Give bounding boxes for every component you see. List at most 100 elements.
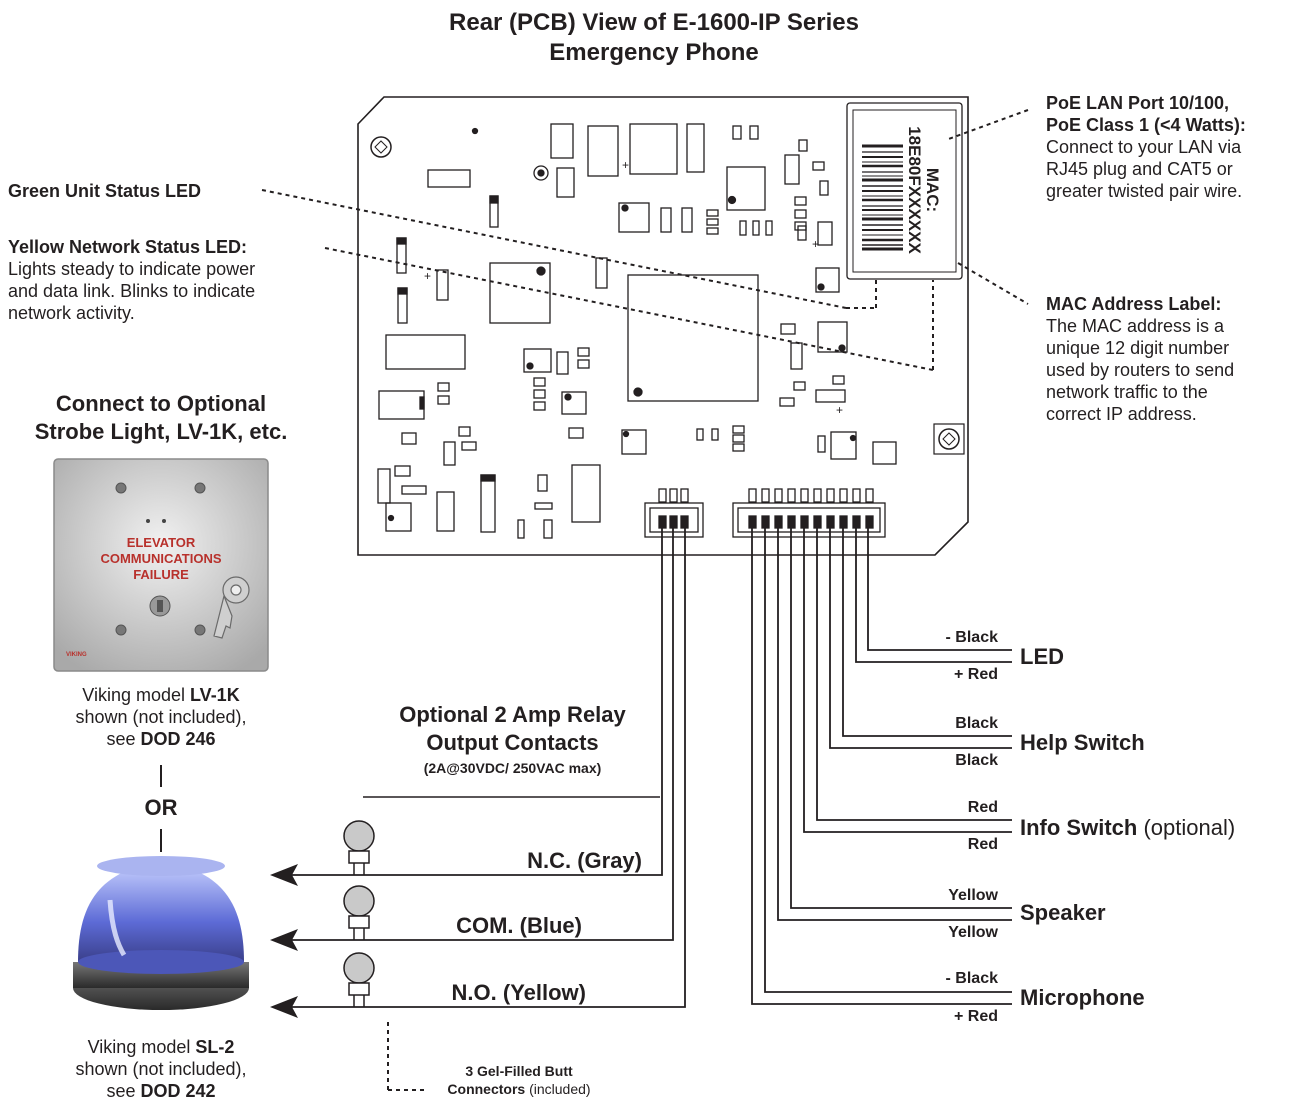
header-pin [774, 488, 783, 503]
butt-connector-icon [343, 885, 375, 940]
pcb-outline [357, 96, 969, 556]
lv1k-caption-prefix: Viking model [82, 685, 191, 705]
help-switch-label: Help Switch [1020, 730, 1145, 755]
poe-desc-3: greater twisted pair wire. [1046, 181, 1243, 201]
mac-label: MAC Address Label: [1046, 294, 1222, 314]
poe-desc-1: Connect to your LAN via [1046, 137, 1242, 157]
strobe-plate-image [53, 458, 269, 672]
butt-connector-note-1: 3 Gel-Filled Butt [465, 1063, 573, 1079]
sl2-caption-line2: shown (not included), [75, 1059, 247, 1079]
header-pin [813, 488, 822, 503]
relay-wire-no: N.O. (Yellow) [451, 980, 586, 1005]
info-switch-optional: (optional) [1137, 815, 1236, 840]
lv1k-dod: DOD 246 [140, 729, 216, 749]
butt-connector-icon [343, 820, 375, 875]
key-icon [213, 576, 250, 639]
lv1k-caption-line2: shown (not included), [75, 707, 247, 727]
info-wire-bottom: Red [967, 836, 998, 853]
lv1k-model: LV-1K [190, 685, 240, 705]
sl2-dod: DOD 242 [140, 1081, 216, 1101]
relay-subheading: (2A@30VDC/ 250VAC max) [423, 760, 602, 776]
header-pin [761, 488, 770, 503]
mac-desc-3: used by routers to send [1046, 360, 1235, 380]
mac-desc-1: The MAC address is a [1046, 316, 1225, 336]
poe-label-2: PoE Class 1 (<4 Watts): [1046, 115, 1246, 135]
poe-label-1: PoE LAN Port 10/100, [1046, 93, 1230, 113]
relay-heading: Optional 2 Amp Relay Output Contacts [340, 701, 685, 757]
mac-desc-4: network traffic to the [1046, 382, 1208, 402]
led-wire-bottom: + Red [953, 666, 998, 683]
diagram-title: Rear (PCB) View of E-1600-IP Series Emer… [0, 8, 1308, 68]
info-switch-name: Info Switch [1020, 815, 1138, 840]
plate-text-1: ELEVATOR [126, 535, 196, 550]
strobe-heading-2: Strobe Light, LV-1K, etc. [34, 419, 288, 444]
speaker-wire-top: Yellow [948, 887, 998, 904]
header-pin [748, 488, 757, 503]
header-pin [800, 488, 809, 503]
relay-heading-2: Output Contacts [426, 730, 599, 755]
callout-leaders [261, 109, 1029, 1091]
info-switch-label: Info Switch (optional) [1020, 815, 1235, 841]
sl2-model: SL-2 [195, 1037, 235, 1057]
title-line-2: Emergency Phone [549, 39, 759, 66]
lv1k-caption: Viking model LV-1K shown (not included),… [0, 684, 322, 750]
strobe-heading-1: Connect to Optional [55, 391, 267, 416]
yellow-led-desc-2: and data link. Blinks to indicate [8, 281, 256, 301]
svg-text:+: + [622, 158, 629, 172]
harness-wires [751, 526, 1012, 1005]
header-pin [787, 488, 796, 503]
relay-header [644, 488, 704, 538]
poe-callout: PoE LAN Port 10/100, PoE Class 1 (<4 Wat… [1046, 92, 1308, 202]
relay-wires [290, 526, 686, 1008]
speaker-wire-bottom: Yellow [948, 924, 998, 941]
speaker-label: Speaker [1020, 900, 1106, 925]
mic-wire-top: - Black [945, 970, 998, 987]
yellow-led-desc-1: Lights steady to indicate power [8, 259, 256, 279]
header-pin-socket [865, 515, 874, 529]
poe-desc-2: RJ45 plug and CAT5 or [1046, 159, 1233, 179]
led-group-label: LED [1020, 644, 1064, 669]
svg-text:+: + [836, 403, 843, 417]
info-wire-top: Red [967, 799, 998, 816]
mounting-screw-icon [933, 423, 965, 455]
butt-connector-note: 3 Gel-Filled Butt Connectors (included) [404, 1062, 634, 1098]
relay-wire-nc: N.C. (Gray) [527, 848, 642, 873]
help-wire-top: Black [955, 715, 998, 732]
main-header [732, 488, 886, 538]
yellow-led-desc-3: network activity. [8, 303, 135, 323]
yellow-led-label: Yellow Network Status LED: [8, 237, 248, 257]
microphone-label: Microphone [1020, 985, 1145, 1010]
strobe-heading: Connect to Optional Strobe Light, LV-1K,… [0, 390, 322, 446]
lv1k-caption-see: see [106, 729, 141, 749]
plate-text: ELEVATOR COMMUNICATIONS FAILURE [54, 535, 268, 583]
help-wire-bottom: Black [955, 752, 998, 769]
mac-sticker-line-1: MAC: [923, 168, 942, 212]
sl2-caption-prefix: Viking model [87, 1037, 196, 1057]
mac-sticker-line-2: 18E80FXXXXXX [905, 126, 924, 254]
plate-brand: VIKING [66, 652, 87, 658]
green-led-label: Green Unit Status LED [8, 181, 202, 201]
barcode-icon [862, 144, 903, 251]
plate-text-2: COMMUNICATIONS [100, 551, 222, 566]
header-pin [826, 488, 835, 503]
title-line-1: Rear (PCB) View of E-1600-IP Series [449, 9, 859, 36]
yellow-led-callout: Yellow Network Status LED: Lights steady… [8, 236, 338, 324]
mounting-screw-icon [370, 136, 392, 158]
relay-wire-com: COM. (Blue) [456, 913, 582, 938]
svg-text:+: + [812, 237, 819, 251]
mic-wire-bottom: + Red [953, 1008, 998, 1025]
led-wire-top: - Black [945, 629, 998, 646]
pcb-components: + + + + [377, 123, 897, 539]
header-pin [865, 488, 874, 503]
header-pin [852, 488, 861, 503]
mac-desc-5: correct IP address. [1046, 404, 1197, 424]
or-label: OR [144, 795, 178, 820]
header-pin [839, 488, 848, 503]
svg-text:+: + [424, 269, 431, 283]
butt-connector-icon [343, 952, 375, 1007]
relay-heading-1: Optional 2 Amp Relay [399, 702, 626, 727]
sl2-caption: Viking model SL-2 shown (not included), … [0, 1036, 322, 1102]
butt-connector-note-2: Connectors [447, 1081, 526, 1097]
sl2-caption-see: see [106, 1081, 141, 1101]
